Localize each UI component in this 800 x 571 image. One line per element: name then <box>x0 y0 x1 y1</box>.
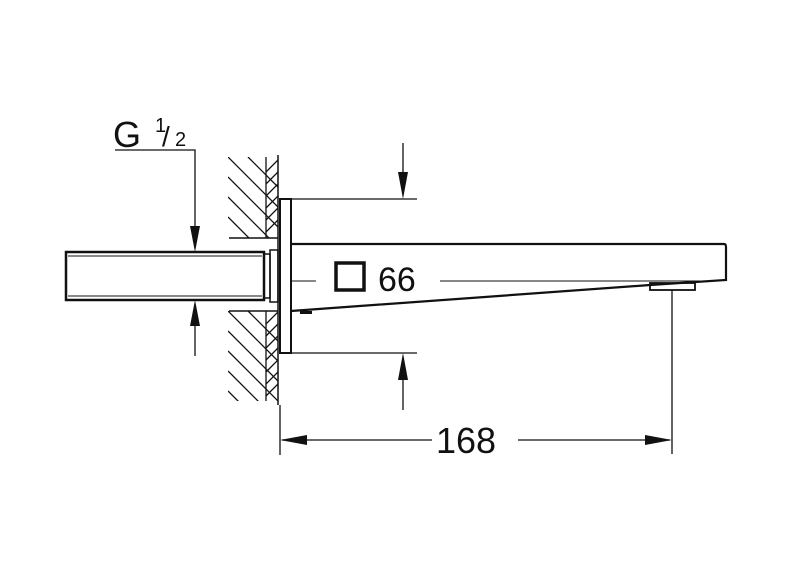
height-arrow-down <box>398 172 408 199</box>
thread-arrow-down <box>190 226 200 252</box>
threaded-pipe <box>64 250 266 302</box>
length-arrow-left <box>280 435 307 445</box>
wall-hatching-bottom <box>228 311 278 401</box>
length-arrow-right <box>645 435 672 445</box>
wall-hatching-top <box>228 157 278 238</box>
height-arrow-up <box>398 353 408 380</box>
length-dimension-value: 168 <box>436 420 496 461</box>
thread-label-numerator: 1 <box>155 115 166 137</box>
square-section-icon <box>334 261 366 292</box>
spout-body <box>290 242 728 313</box>
height-dimension-value: 66 <box>378 261 416 299</box>
thread-label-letter: G <box>113 114 141 155</box>
thread-leader-line <box>115 149 196 240</box>
thread-arrow-up <box>190 300 200 326</box>
thread-label-slash: / <box>162 121 170 152</box>
wall-flange <box>279 198 292 354</box>
thread-label-denominator: 2 <box>175 129 186 151</box>
